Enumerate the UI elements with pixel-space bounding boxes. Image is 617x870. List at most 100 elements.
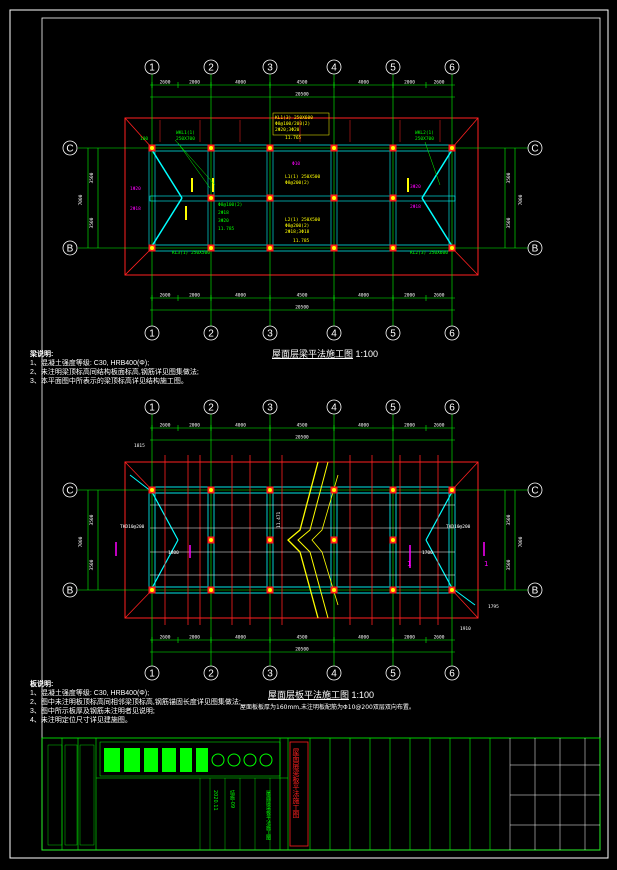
column-core xyxy=(332,196,336,200)
grid-bubble xyxy=(203,665,219,681)
column-core xyxy=(150,588,154,592)
span-dim: 4500 xyxy=(297,423,308,429)
grid-label-row: C xyxy=(66,144,73,155)
grid-label-col: 3 xyxy=(267,669,273,680)
column-core xyxy=(268,146,272,150)
beam-plan-scale: 1:100 xyxy=(355,349,379,359)
inner-frame xyxy=(41,17,601,851)
svg-text:KL2(3) 250X600: KL2(3) 250X600 xyxy=(410,250,448,256)
grid-bubble xyxy=(62,482,78,498)
beam-notes: 梁说明: 1、混凝土强度等级: C30, HRB400(Φ); 2、未注明梁顶标… xyxy=(30,350,199,386)
column-core xyxy=(391,246,395,250)
side-total-dim: 7000 xyxy=(518,194,524,205)
svg-text:KL3(1) 250X500: KL3(1) 250X500 xyxy=(172,250,210,256)
svg-text:WKL1(1): WKL1(1) xyxy=(176,130,195,136)
grid-bubble xyxy=(527,482,543,498)
svg-text:L1(1) 250X500: L1(1) 250X500 xyxy=(285,174,321,180)
span-dim: 2000 xyxy=(189,293,200,299)
total-dim: 20500 xyxy=(295,305,309,311)
column-core xyxy=(391,588,395,592)
grid-label-row: B xyxy=(67,586,74,597)
side-dim: 3500 xyxy=(89,514,95,525)
grid-label-row: C xyxy=(66,486,73,497)
svg-text:2Φ18;3Φ18: 2Φ18;3Φ18 xyxy=(285,229,310,235)
svg-text:3Φ20: 3Φ20 xyxy=(410,184,421,190)
svg-text:TKD10@200: TKD10@200 xyxy=(120,524,145,530)
grid-bubble xyxy=(326,399,342,415)
svg-text:KL1(3) 250X600: KL1(3) 250X600 xyxy=(275,115,313,121)
span-dim: 2000 xyxy=(404,423,415,429)
dim-1800: 1800 xyxy=(168,550,179,556)
dim-1815: 1815 xyxy=(134,443,145,449)
svg-text:250X700: 250X700 xyxy=(415,136,434,142)
grid-bubble xyxy=(385,399,401,415)
column-core xyxy=(150,146,154,150)
grid-bubble xyxy=(144,59,160,75)
span-dim: 4500 xyxy=(297,635,308,641)
total-dim: 20500 xyxy=(295,647,309,653)
column-core xyxy=(268,588,272,592)
span-dim: 2000 xyxy=(189,80,200,86)
grid-bubble xyxy=(144,325,160,341)
span-dim: 2600 xyxy=(434,80,445,86)
slab-note-4: 4、未注明定位尺寸详见建施图。 xyxy=(30,717,132,724)
grid-bubble xyxy=(444,665,460,681)
column-core xyxy=(391,538,395,542)
column-core xyxy=(450,146,454,150)
grid-label-col: 4 xyxy=(331,329,337,340)
svg-text:L2(1) 250X500: L2(1) 250X500 xyxy=(285,217,321,223)
slab-notes: 板说明: 1、混凝土强度等级: C30, HRB400(Φ); 2、图中未注明板… xyxy=(30,680,241,725)
grid-bubble xyxy=(62,140,78,156)
span-dim: 4000 xyxy=(358,423,369,429)
grid-label-row: C xyxy=(531,144,538,155)
beam-plan-title-text: 屋面层梁平法施工图 xyxy=(272,349,354,359)
grid-bubble xyxy=(527,240,543,256)
grid-bubble xyxy=(144,665,160,681)
grid-label-col: 1 xyxy=(149,329,155,340)
beam-note-1: 1、混凝土强度等级: C30, HRB400(Φ); xyxy=(30,360,150,367)
svg-text:2Φ18: 2Φ18 xyxy=(130,206,141,212)
svg-text:Φ8@100/200(2): Φ8@100/200(2) xyxy=(275,121,310,127)
grid-label-col: 1 xyxy=(149,669,155,680)
grid-label-col: 4 xyxy=(331,403,337,414)
side-dim: 3500 xyxy=(506,172,512,183)
grid-bubble xyxy=(385,59,401,75)
grid-bubble xyxy=(262,399,278,415)
svg-text:250X700: 250X700 xyxy=(176,136,195,142)
span-dim: 4000 xyxy=(235,80,246,86)
svg-text:2Φ18: 2Φ18 xyxy=(410,204,421,210)
column-core xyxy=(209,538,213,542)
beam-note-3: 3、本平面图中所表示的梁顶标高详见结构施工图。 xyxy=(30,378,188,385)
column-core xyxy=(268,246,272,250)
title-block: 屋面层梁板平法施工图 结施-09 2020.11 屋面层梁板平法施工图 xyxy=(41,737,601,851)
grid-label-col: 6 xyxy=(449,403,455,414)
grid-label-col: 5 xyxy=(390,403,396,414)
grid-label-col: 1 xyxy=(149,63,155,74)
slab-plan-title-text: 屋面层板平法施工图 xyxy=(268,690,350,700)
span-dim: 4500 xyxy=(297,293,308,299)
drawing-date: 2020.11 xyxy=(212,790,218,811)
grid-bubble xyxy=(262,325,278,341)
span-dim: 4000 xyxy=(235,293,246,299)
grid-label-col: 3 xyxy=(267,329,273,340)
dim-1700: 1700 xyxy=(422,550,433,556)
grid-label-row: B xyxy=(67,244,74,255)
side-total-dim: 7000 xyxy=(518,536,524,547)
total-dim: 20500 xyxy=(295,435,309,441)
grid-bubble xyxy=(326,665,342,681)
svg-text:Φ8@100(2): Φ8@100(2) xyxy=(218,202,242,208)
grid-bubble xyxy=(62,240,78,256)
side-dim: 3500 xyxy=(89,172,95,183)
svg-text:11.765: 11.765 xyxy=(285,135,302,141)
column-core xyxy=(450,488,454,492)
grid-bubble xyxy=(326,325,342,341)
grid-bubble xyxy=(144,399,160,415)
span-dim: 2600 xyxy=(160,423,171,429)
grid-label-row: B xyxy=(532,586,539,597)
svg-text:TKD10@200: TKD10@200 xyxy=(446,524,471,530)
grid-label-col: 4 xyxy=(331,669,337,680)
roof-beam-plan: KL1(3) 250X600 Φ8@100/200(2) 2Φ20;3Φ20 L… xyxy=(78,74,528,326)
total-dim: 20500 xyxy=(295,92,309,98)
grid-label-col: 5 xyxy=(390,329,396,340)
